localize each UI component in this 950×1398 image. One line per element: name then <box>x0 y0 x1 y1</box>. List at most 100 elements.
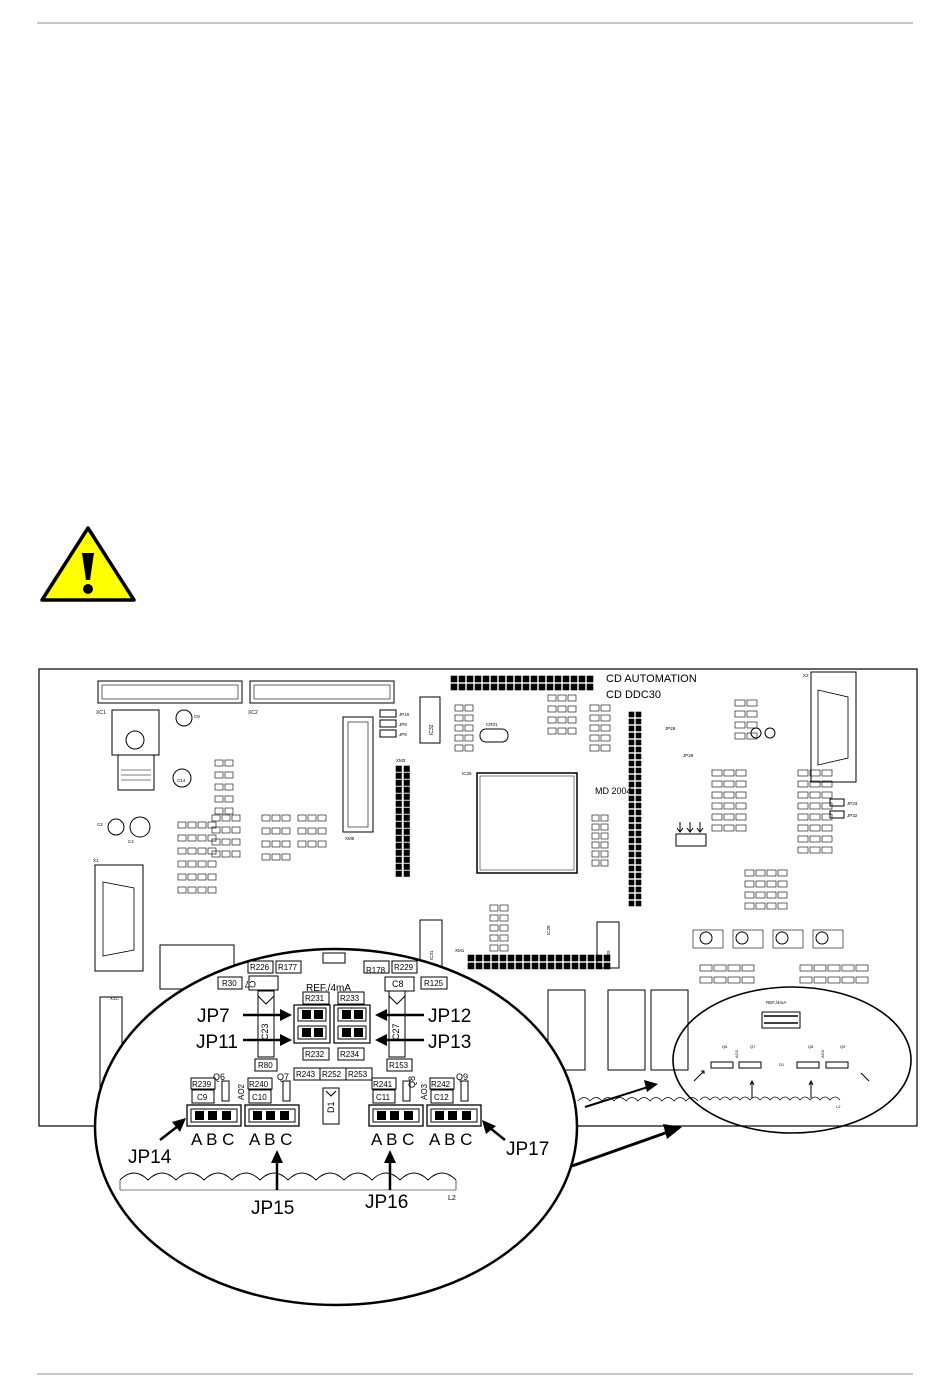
zoom-arrows <box>571 1080 682 1168</box>
relay-blocks <box>547 989 689 1071</box>
abc-label-jp14: A B C <box>191 1130 234 1149</box>
label-xm5: XM5 <box>345 836 355 841</box>
header-pins-xm1 <box>467 954 611 970</box>
label-jp8: JP8 <box>399 732 407 737</box>
label-jp29: JP29 <box>683 753 694 758</box>
label-c4: C4 <box>128 839 134 844</box>
zoom-source-ellipse <box>672 986 912 1134</box>
zoom-r243: R243 <box>296 1070 316 1079</box>
zoom-r241: R241 <box>373 1080 393 1089</box>
abc-label-jp15: A B C <box>249 1130 292 1149</box>
label-x2: X2 <box>803 673 809 678</box>
label-jp15: JP15 <box>251 1198 294 1219</box>
zoom-r232: R232 <box>305 1050 325 1059</box>
zoom-r239: R239 <box>192 1080 212 1089</box>
zoom-c9: C9 <box>197 1093 208 1102</box>
mini-wave <box>699 1096 841 1101</box>
mini-label-q9: Q9 <box>840 1044 846 1049</box>
mini-label-q7: Q7 <box>750 1044 756 1049</box>
label-jp17: JP17 <box>506 1139 549 1160</box>
zoom-r233: R233 <box>340 994 360 1003</box>
label-x1c: X1C <box>110 996 120 1001</box>
zoom-c10: C10 <box>252 1093 267 1102</box>
model-label: MD 2004 <box>595 786 632 796</box>
capacitor-c23 <box>257 990 275 1058</box>
label-xm3: XM3 <box>396 758 406 763</box>
zoom-d1: D1 <box>326 1101 336 1113</box>
label-c14: C14 <box>177 778 186 783</box>
label-jp10: JP10 <box>399 712 410 717</box>
label-c8: C8 <box>194 714 200 719</box>
mini-label-q8: Q8 <box>808 1044 814 1049</box>
voltage-regulator <box>111 709 160 791</box>
mini-jumper-group <box>693 1011 870 1098</box>
zoom-r178: R178 <box>366 966 386 975</box>
zoom-r125: R125 <box>424 979 444 988</box>
zoom-ref-label: REF./4mA <box>306 983 351 994</box>
mini-label-ao3: AO3 <box>820 1049 825 1058</box>
mini-label-ao2: AO2 <box>734 1049 739 1058</box>
label-xc2: XC2 <box>248 710 258 716</box>
abc-jumpers <box>186 1104 482 1127</box>
jumper-group-ref <box>675 822 707 847</box>
board-wave <box>577 1097 699 1102</box>
zoom-q9: Q9 <box>456 1072 468 1082</box>
zoom-r240: R240 <box>249 1080 269 1089</box>
zoom-wave <box>119 1172 457 1181</box>
label-jp33: JP33 <box>847 801 858 806</box>
label-xm1: XM1 <box>455 948 465 953</box>
mini-label-d1: D1 <box>779 1062 785 1067</box>
label-ic29: IC29 <box>606 950 611 960</box>
connector-xm5 <box>342 716 374 833</box>
zoom-c11: C11 <box>376 1093 391 1102</box>
ic-ic32 <box>419 696 441 744</box>
label-xc1: XC1 <box>96 710 106 716</box>
warning-icon <box>40 526 136 602</box>
abc-label-jp17: A B C <box>429 1130 472 1149</box>
zoom-q6: Q6 <box>213 1072 225 1082</box>
label-jp13: JP13 <box>428 1032 471 1053</box>
zoom-detail-ellipse <box>93 947 579 1307</box>
mini-label-ref: REF./4mA <box>766 1000 786 1005</box>
zoom-r80: R80 <box>258 1061 273 1070</box>
zoom-r242: R242 <box>431 1080 451 1089</box>
main-ic <box>476 772 578 874</box>
label-cr01: CR01 <box>486 722 498 727</box>
zoom-ao3: AO3 <box>420 1083 429 1100</box>
zoom-c12: C12 <box>434 1093 449 1102</box>
connector-xc1 <box>97 680 243 704</box>
abc-label-jp16: A B C <box>371 1130 414 1149</box>
zoom-r252: R252 <box>322 1070 342 1079</box>
label-ic31: IC31 <box>429 950 434 960</box>
zoom-r177: R177 <box>278 963 298 972</box>
label-c2: C2 <box>97 822 103 827</box>
connector-xc2 <box>249 680 395 704</box>
connector-x2 <box>810 671 857 783</box>
zoom-r253: R253 <box>348 1070 368 1079</box>
mini-label-l2: L2 <box>836 1104 841 1109</box>
capacitor-c2 <box>107 818 125 836</box>
label-jp7: JP7 <box>197 1006 230 1027</box>
crystal-cr01 <box>479 728 509 743</box>
zoom-r231: R231 <box>305 994 325 1003</box>
capacitor-c27 <box>388 990 406 1058</box>
zoom-r234: R234 <box>340 1050 360 1059</box>
header-pins-right <box>628 711 642 907</box>
abc-arrows <box>159 1118 506 1190</box>
label-jp32: JP32 <box>847 813 858 818</box>
label-jp9: JP9 <box>399 722 407 727</box>
diode-d1 <box>322 1087 340 1125</box>
zoom-q8: Q8 <box>407 1076 417 1088</box>
zoom-c23: C23 <box>260 1023 270 1040</box>
label-jp11: JP11 <box>196 1032 238 1053</box>
zoom-c27: C27 <box>391 1023 401 1040</box>
label-jp16: JP16 <box>365 1192 408 1213</box>
zoom-l2: L2 <box>448 1195 456 1202</box>
zoom-r229: R229 <box>394 963 414 972</box>
brand-line2: CD DDC30 <box>606 689 661 701</box>
capacitor-c4 <box>129 816 151 838</box>
jumper-arrows <box>243 1009 424 1046</box>
label-ic25: IC25 <box>462 771 472 776</box>
header-pins-xm3 <box>395 765 410 877</box>
